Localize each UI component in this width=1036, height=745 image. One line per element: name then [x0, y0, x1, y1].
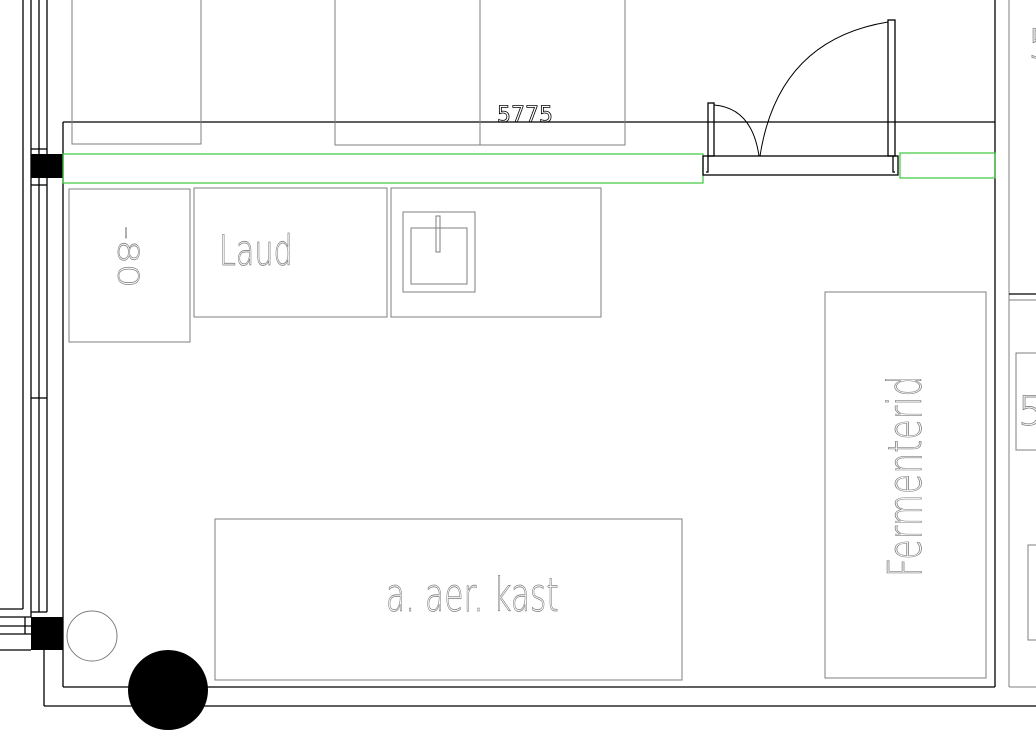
- kast-label: a. aer. kast: [386, 569, 559, 623]
- appliance-label: -80: [111, 226, 144, 288]
- fermenterid-label: Fermenterid: [880, 376, 933, 577]
- upper-cabinet: [479, 0, 626, 146]
- upper-cabinet: [71, 0, 202, 145]
- highlighted-wall-segment[interactable]: [62, 153, 704, 184]
- wall-column: [31, 154, 63, 178]
- highlighted-wall-segment[interactable]: [899, 152, 996, 179]
- cut-label: 5: [1028, 22, 1036, 68]
- double-door[interactable]: [702, 19, 899, 176]
- laud-label: Laud: [219, 226, 293, 275]
- round-fixture-icon: [66, 610, 118, 662]
- sink-icon: [402, 211, 476, 293]
- sink-counter[interactable]: [390, 187, 602, 318]
- fermenterid-unit[interactable]: [824, 291, 987, 679]
- laud-counter[interactable]: [193, 187, 388, 318]
- bottom-wall: [43, 650, 1036, 707]
- column-circle: [128, 650, 208, 730]
- left-wall: [0, 0, 64, 687]
- right-wall: [994, 0, 1036, 688]
- wall-column: [31, 617, 63, 650]
- kast-cabinet[interactable]: [214, 518, 683, 681]
- upper-cabinet: [334, 0, 481, 146]
- appliance-cabinet[interactable]: [68, 188, 191, 343]
- dimension-label: 5775: [497, 103, 553, 128]
- cut-label: 5: [1018, 389, 1036, 435]
